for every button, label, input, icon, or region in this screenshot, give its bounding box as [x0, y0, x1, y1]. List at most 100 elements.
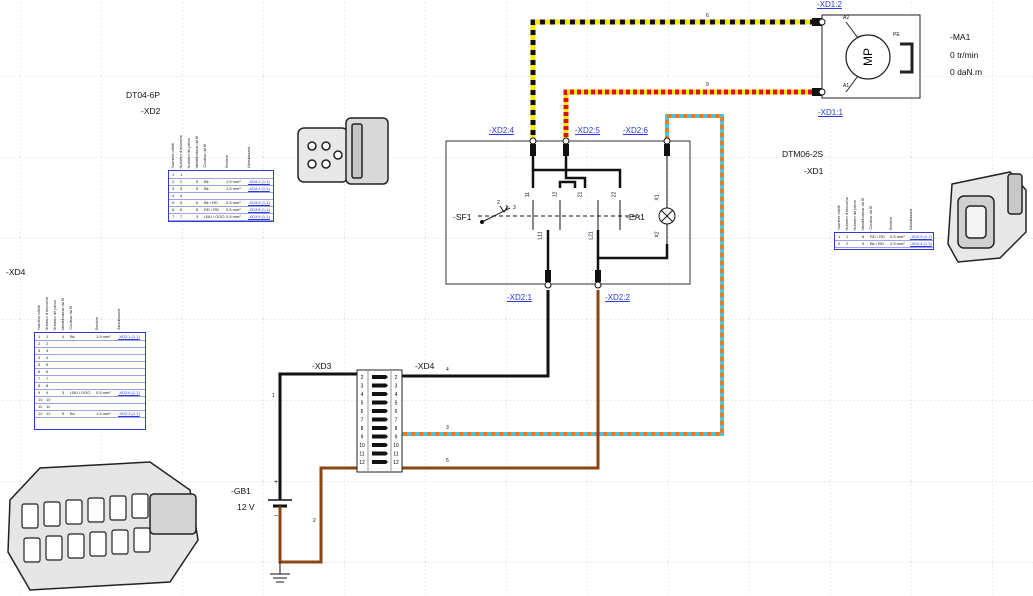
xd2-1-link[interactable]: -XD2:1 [507, 293, 532, 302]
wire-1-black[interactable] [278, 372, 357, 486]
wire-number-2: 2 [313, 518, 316, 524]
table-cell: 9 [862, 241, 865, 246]
table-cell[interactable]: -XD2:5 (1.1) [910, 234, 932, 239]
terminal-bridge [372, 400, 388, 405]
xd2-5-link[interactable]: -XD2:5 [575, 126, 600, 135]
table-header: Numéro d'encoche [844, 196, 849, 230]
xd2-6-link[interactable]: -XD2:6 [623, 126, 648, 135]
table-cell: 4 [38, 355, 41, 360]
terminal-pin-right: 4 [395, 392, 398, 398]
table-cell: 1.5 mm² [96, 334, 111, 339]
table-cell[interactable]: -XD3:8 (1.1) [248, 207, 270, 212]
table-cell[interactable]: -XD3:5 (1.1) [248, 200, 270, 205]
table-cell[interactable]: -XD2:6 (1.1) [118, 390, 140, 395]
wire-9-red-yellow[interactable] [563, 89, 812, 140]
table-cell: 1 [172, 172, 175, 177]
terminal-bridge [372, 434, 388, 439]
table-header: Section [888, 216, 893, 230]
table-cell: 7 [180, 214, 183, 219]
motor-icon[interactable]: MP [812, 14, 921, 99]
table-cell: 7 [38, 376, 41, 381]
table-cell: 2 [46, 341, 49, 346]
wire-number-1: 1 [272, 393, 275, 399]
table-cell: 7 [172, 214, 175, 219]
xd2-4-link[interactable]: -XD2:4 [489, 126, 514, 135]
wire-2-brown[interactable] [278, 466, 357, 564]
table-cell: 10 [46, 397, 51, 402]
motor-pe-label: PE [893, 32, 900, 38]
table-header: Section [94, 316, 99, 330]
pin-22: 22 [611, 191, 618, 198]
table-cell: 8 [38, 383, 41, 388]
pin-11: 11 [525, 191, 532, 198]
terminal-pin-left: 3 [361, 384, 364, 390]
table-cell: 1 [838, 234, 841, 239]
table-cell: 5 [46, 362, 49, 367]
table-cell: 8 [862, 234, 865, 239]
table-cell: 0.5 mm² [226, 200, 241, 205]
terminal-bridge [372, 451, 388, 456]
lamp-icon[interactable] [658, 156, 676, 244]
lamp-pin-x1: X1 [654, 194, 661, 201]
pin-21: 21 [577, 191, 584, 198]
terminal-pin-left: 12 [359, 460, 365, 466]
connector-12p-icon [7, 461, 199, 591]
table-cell: 4 [46, 355, 49, 360]
terminal-pin-left: 2 [361, 375, 364, 381]
switch-icon[interactable] [531, 156, 622, 188]
table-cell: 1 [846, 234, 849, 239]
pin-12: 12 [552, 191, 559, 198]
wire-6-yellow-black[interactable] [530, 19, 812, 140]
terminal-pin-left: 11 [359, 452, 364, 458]
table-cell: 5 [180, 200, 183, 205]
battery-icon[interactable] [268, 486, 292, 520]
terminal-bridge [372, 426, 388, 430]
table-cell: 11 [46, 404, 51, 409]
table-cell[interactable]: -XD3:9 (1.1) [248, 214, 270, 219]
table-cell: 3 [38, 348, 41, 353]
xd1-2-link[interactable]: -XD1:2 [817, 0, 842, 9]
motor-a1-label: A1 [843, 83, 850, 89]
terminal-pin-right: 7 [395, 418, 398, 424]
xd4-label: -XD4 [415, 361, 435, 371]
table-cell: 6 [196, 200, 199, 205]
table-cell[interactable]: -XD4:1 (1.1) [248, 186, 270, 191]
motor-a2-label: A2 [843, 15, 850, 21]
table-cell[interactable]: -XD4:1 (1.1) [248, 179, 270, 184]
table-cell: Bk [204, 186, 209, 191]
table-cell[interactable]: -XD2:4 (1.1) [910, 241, 932, 246]
terminal-bridge [372, 375, 388, 379]
table-cell[interactable]: -XD2:1 (1.1) [118, 334, 140, 339]
wire-3-cyan-orange[interactable] [402, 114, 724, 436]
xd1-1-link[interactable]: -XD1:1 [818, 108, 843, 117]
table-cell: 0.5 mm² [890, 241, 905, 246]
connector-6p-icon [297, 117, 389, 185]
battery-plus: + [274, 479, 279, 486]
table-cell: 4 [62, 334, 65, 339]
xd2-top-pins[interactable] [529, 137, 671, 156]
lamp-pin-x2: X2 [654, 231, 661, 238]
table-header: Identificateur du fil [194, 135, 199, 168]
wire-5-brown[interactable] [402, 290, 600, 470]
xd2-bottom-pins[interactable] [544, 270, 602, 289]
table-cell: 2 [838, 241, 841, 246]
table-header: Section [224, 154, 229, 168]
xd2-2-link[interactable]: -XD2:2 [605, 293, 630, 302]
torque-label: 0 daN.m [950, 67, 983, 77]
gb1-label: -GB1 [231, 486, 251, 496]
table-cell[interactable]: -XD2:2 (1.1) [118, 411, 140, 416]
wire-4-black[interactable] [402, 290, 550, 378]
switch-num-3: 3 [513, 205, 516, 211]
table-cell: 3 [172, 186, 175, 191]
table-cell: 0.5 mm² [890, 234, 905, 239]
switch-num-2: 2 [497, 200, 500, 206]
